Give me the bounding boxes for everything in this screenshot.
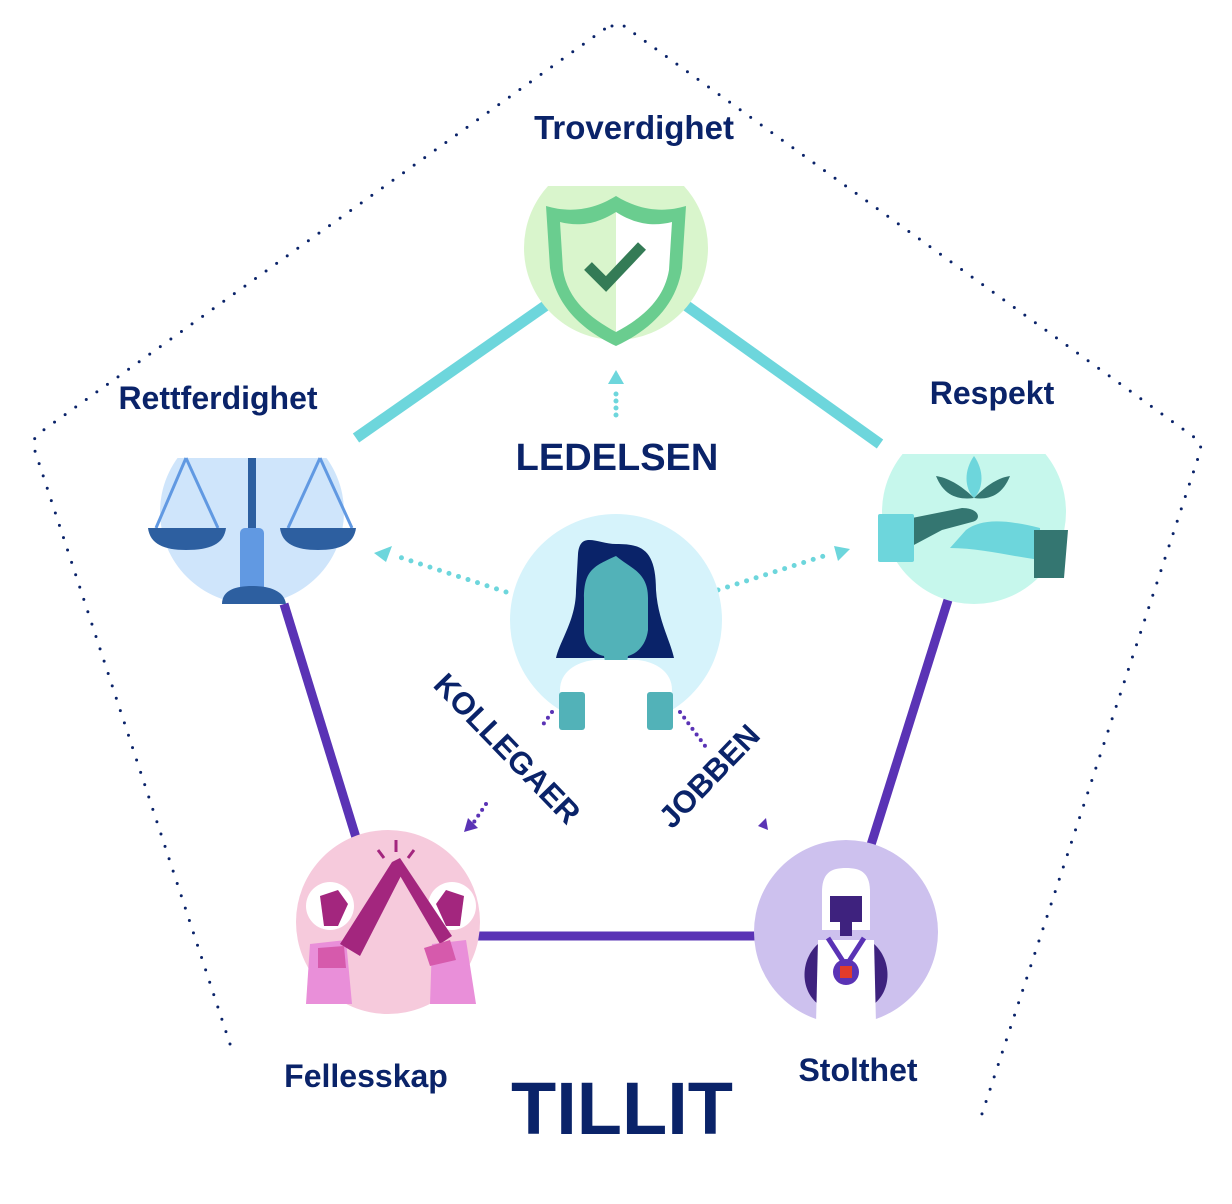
diagram-title: TILLIT	[511, 1067, 733, 1150]
node-troverdighet	[524, 186, 708, 346]
high-five-icon	[306, 840, 476, 1004]
edge-troverdighet-rettferdighet	[352, 299, 552, 443]
edge-troverdighet-respekt	[680, 299, 884, 449]
arrow-to-troverdighet	[608, 370, 624, 418]
node-label-fellesskap: Fellesskap	[284, 1058, 448, 1094]
edge-rettferdighet-fellesskap	[279, 602, 363, 846]
node-center	[510, 514, 722, 740]
hands-lotus-icon	[878, 456, 1068, 578]
medal-person-icon	[804, 868, 888, 1024]
node-label-stolthet: Stolthet	[798, 1052, 917, 1088]
arrow-to-fellesskap	[464, 710, 554, 832]
center-label-ledelsen: LEDELSEN	[516, 437, 719, 479]
arrow-label-jobben: JOBBEN	[652, 718, 767, 835]
person-icon	[556, 539, 674, 740]
scales-icon	[148, 457, 356, 604]
node-fellesskap	[296, 830, 480, 1014]
arrow-to-stolthet	[678, 710, 768, 830]
edge-respekt-stolthet	[865, 598, 953, 850]
node-label-troverdighet: Troverdighet	[534, 109, 734, 146]
arrow-to-respekt	[715, 546, 850, 593]
node-rettferdighet	[148, 457, 356, 604]
node-label-rettferdighet: Rettferdighet	[118, 380, 317, 416]
shield-check-icon	[546, 196, 686, 346]
node-stolthet	[754, 840, 938, 1024]
node-label-respekt: Respekt	[930, 375, 1055, 411]
arrow-to-rettferdighet	[374, 546, 509, 595]
node-respekt	[878, 454, 1068, 604]
